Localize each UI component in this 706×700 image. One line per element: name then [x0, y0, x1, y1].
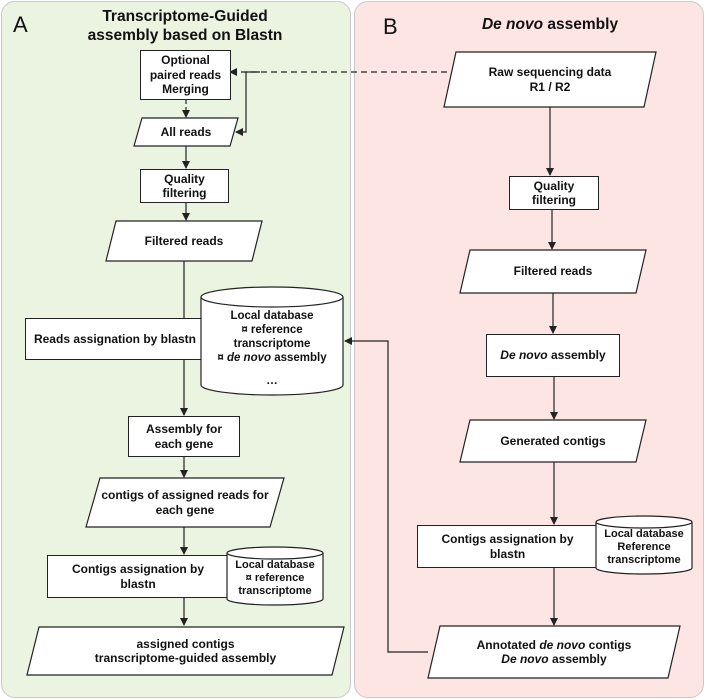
- node-raw-data-line2: R1 / R2: [529, 79, 571, 94]
- node-de-novo-italic: De novo: [500, 348, 548, 363]
- local-db-a-item1b: transcriptome: [233, 338, 311, 350]
- node-contigs-assignation-a-line2: blastn: [120, 576, 156, 591]
- local-db-a-text: Local database ¤ reference transcriptome…: [201, 309, 343, 388]
- node-contigs-assigned-line2: each gene: [155, 502, 215, 517]
- node-quality-filtering-b[interactable]: Quality filtering: [509, 176, 599, 210]
- node-assigned-contigs[interactable]: assigned contigs transcriptome-guided as…: [26, 626, 345, 676]
- node-contigs-assigned-label: contigs of assigned reads for each gene: [86, 478, 284, 527]
- node-local-database-a[interactable]: Local database ¤ reference transcriptome…: [200, 286, 344, 396]
- node-quality-b-line2: filtering: [532, 193, 576, 207]
- node-contigs-assignation-b-line2: blastn: [489, 546, 526, 561]
- local-db-a-item2-rest: assembly: [271, 352, 327, 364]
- node-annotated-line2-rest: assembly: [548, 652, 607, 666]
- node-contigs-assignation-a-line1: Contigs assignation by: [71, 562, 204, 576]
- panel-a-title: Transcriptome-Guided assembly based on B…: [60, 7, 310, 45]
- node-filtered-reads-a-label: Filtered reads: [144, 233, 224, 248]
- node-all-reads-label: All reads: [160, 124, 212, 139]
- node-contigs-assigned-line1: contigs of assigned reads for: [101, 488, 269, 502]
- local-db-b-text: Local database Reference transcriptome: [596, 528, 692, 567]
- local-db-a-small-text: Local database ¤ reference transcriptome: [227, 559, 323, 598]
- node-contigs-assignation-a[interactable]: Contigs assignation by blastn: [47, 555, 229, 598]
- node-annotated-line2: De novo assembly: [477, 652, 632, 667]
- local-db-a-small-line2: ¤ reference: [245, 572, 305, 584]
- panel-a-letter: A: [13, 12, 28, 37]
- node-local-database-b[interactable]: Local database Reference transcriptome: [595, 515, 693, 575]
- node-all-reads[interactable]: All reads: [133, 117, 239, 147]
- node-quality-a-line2: filtering: [162, 186, 207, 200]
- node-optional-merge-line1: Optional: [161, 53, 210, 68]
- node-assigned-contigs-line2: transcriptome-guided assembly: [94, 651, 277, 665]
- local-db-a-ellipsis: …: [266, 375, 278, 387]
- node-contigs-assignation-b[interactable]: Contigs assignation by blastn: [417, 525, 598, 568]
- local-db-a-small-line1: Local database: [235, 559, 315, 571]
- node-raw-sequencing-data[interactable]: Raw sequencing data R1 / R2: [443, 51, 657, 108]
- node-reads-assignation[interactable]: Reads assignation by blastn: [25, 318, 205, 360]
- node-assembly-line2: each gene: [154, 436, 214, 451]
- node-reads-assignation-label: Reads assignation by blastn: [33, 331, 197, 346]
- node-filtered-reads-a[interactable]: Filtered reads: [105, 220, 263, 262]
- local-db-a-item2-italic: de novo: [226, 352, 272, 364]
- node-annotated-contigs-label: Annotated de novo contigs De novo assemb…: [428, 626, 680, 678]
- node-assembly-line1: Assembly for: [145, 422, 223, 436]
- node-assigned-contigs-line1: assigned contigs: [136, 636, 235, 651]
- node-de-novo-assembly[interactable]: De novo assembly: [486, 334, 620, 377]
- local-db-a-small-line3: transcriptome: [238, 585, 312, 597]
- panel-b-title-italic: De novo: [481, 16, 544, 33]
- node-generated-contigs[interactable]: Generated contigs: [459, 419, 647, 463]
- local-db-a-item2-bullet: ¤: [217, 352, 227, 364]
- panel-b-letter: B: [383, 14, 398, 39]
- node-annotated-prefix: Annotated: [476, 637, 540, 652]
- node-contigs-assigned[interactable]: contigs of assigned reads for each gene: [85, 477, 285, 528]
- node-contigs-assignation-b-line1: Contigs assignation by: [441, 532, 574, 546]
- local-db-b-line3: transcriptome: [607, 554, 681, 566]
- node-annotated-line1: Annotated de novo contigs: [477, 638, 632, 653]
- node-filtered-reads-b-label: Filtered reads: [513, 264, 593, 279]
- node-de-novo-rest: assembly: [547, 348, 606, 363]
- node-raw-data-line1: Raw sequencing data: [488, 65, 612, 79]
- local-db-a-item1: ¤ reference: [241, 324, 303, 336]
- node-optional-merge-line2: paired reads: [149, 67, 222, 82]
- edge-raw-to-allreads: [235, 71, 260, 136]
- node-assigned-contigs-label: assigned contigs transcriptome-guided as…: [27, 627, 344, 675]
- node-annotated-rest: contigs: [585, 637, 632, 652]
- edge-annotated-to-localdb: [344, 337, 428, 653]
- node-quality-b-line1: Quality: [533, 178, 575, 193]
- local-db-b-line2: Reference: [617, 541, 671, 553]
- node-annotated-line2-italic: De novo: [501, 652, 549, 666]
- panel-a-title-line2: assembly based on Blastn: [87, 27, 283, 44]
- node-quality-a-line1: Quality: [164, 171, 205, 186]
- panel-b-title: De novo assembly: [440, 15, 660, 34]
- node-annotated-contigs[interactable]: Annotated de novo contigs De novo assemb…: [427, 625, 681, 679]
- local-db-a-title: Local database: [230, 310, 314, 322]
- node-annotated-italic: de novo: [539, 637, 586, 652]
- panel-a-title-line1: Transcriptome-Guided: [102, 8, 268, 25]
- node-quality-filtering-a[interactable]: Quality filtering: [140, 169, 229, 203]
- panel-b-title-rest: assembly: [543, 16, 619, 33]
- node-generated-contigs-label: Generated contigs: [500, 433, 606, 448]
- node-optional-merge-line3: Merging: [162, 82, 209, 97]
- node-local-database-a-small[interactable]: Local database ¤ reference transcriptome: [226, 546, 324, 606]
- node-assembly-each-gene[interactable]: Assembly for each gene: [128, 416, 240, 457]
- local-db-b-line1: Local database: [604, 528, 684, 540]
- node-filtered-reads-b[interactable]: Filtered reads: [459, 249, 647, 294]
- local-db-a-item2: ¤ de novo assembly: [201, 351, 343, 365]
- node-raw-data-label: Raw sequencing data R1 / R2: [444, 52, 656, 107]
- node-optional-merge[interactable]: Optional paired reads Merging: [140, 50, 231, 100]
